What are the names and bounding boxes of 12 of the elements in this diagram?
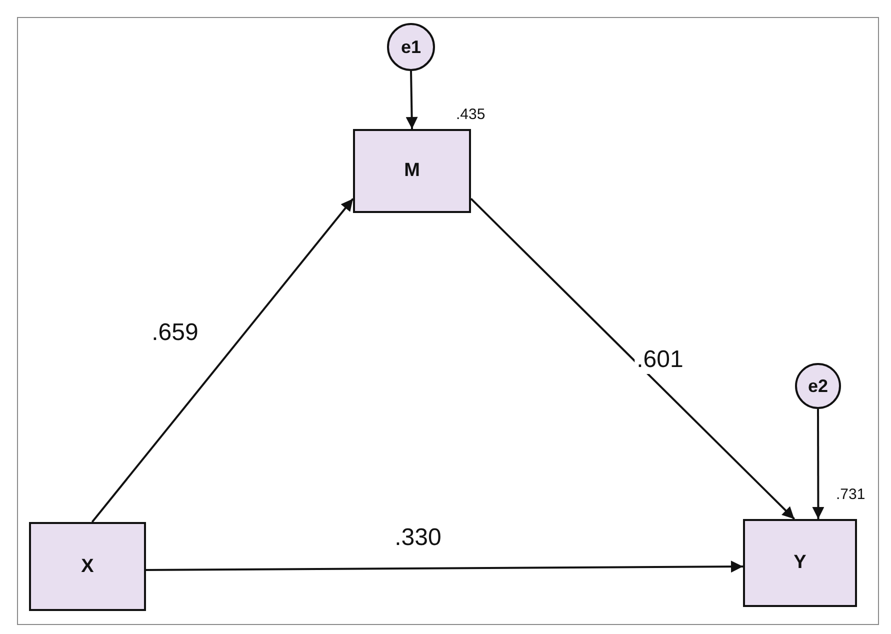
error-circle: e1 — [387, 23, 435, 71]
variable-box: X — [29, 522, 146, 611]
arrow — [470, 198, 795, 520]
arrow — [91, 198, 354, 523]
r-squared-value: .731 — [836, 486, 866, 503]
error-circle: e2 — [795, 363, 841, 409]
arrow — [406, 70, 418, 130]
variable-box: M — [353, 129, 471, 213]
r-squared-value: .435 — [456, 106, 486, 123]
variable-box: Y — [743, 519, 857, 607]
arrow — [146, 560, 743, 573]
arrow — [812, 409, 824, 519]
